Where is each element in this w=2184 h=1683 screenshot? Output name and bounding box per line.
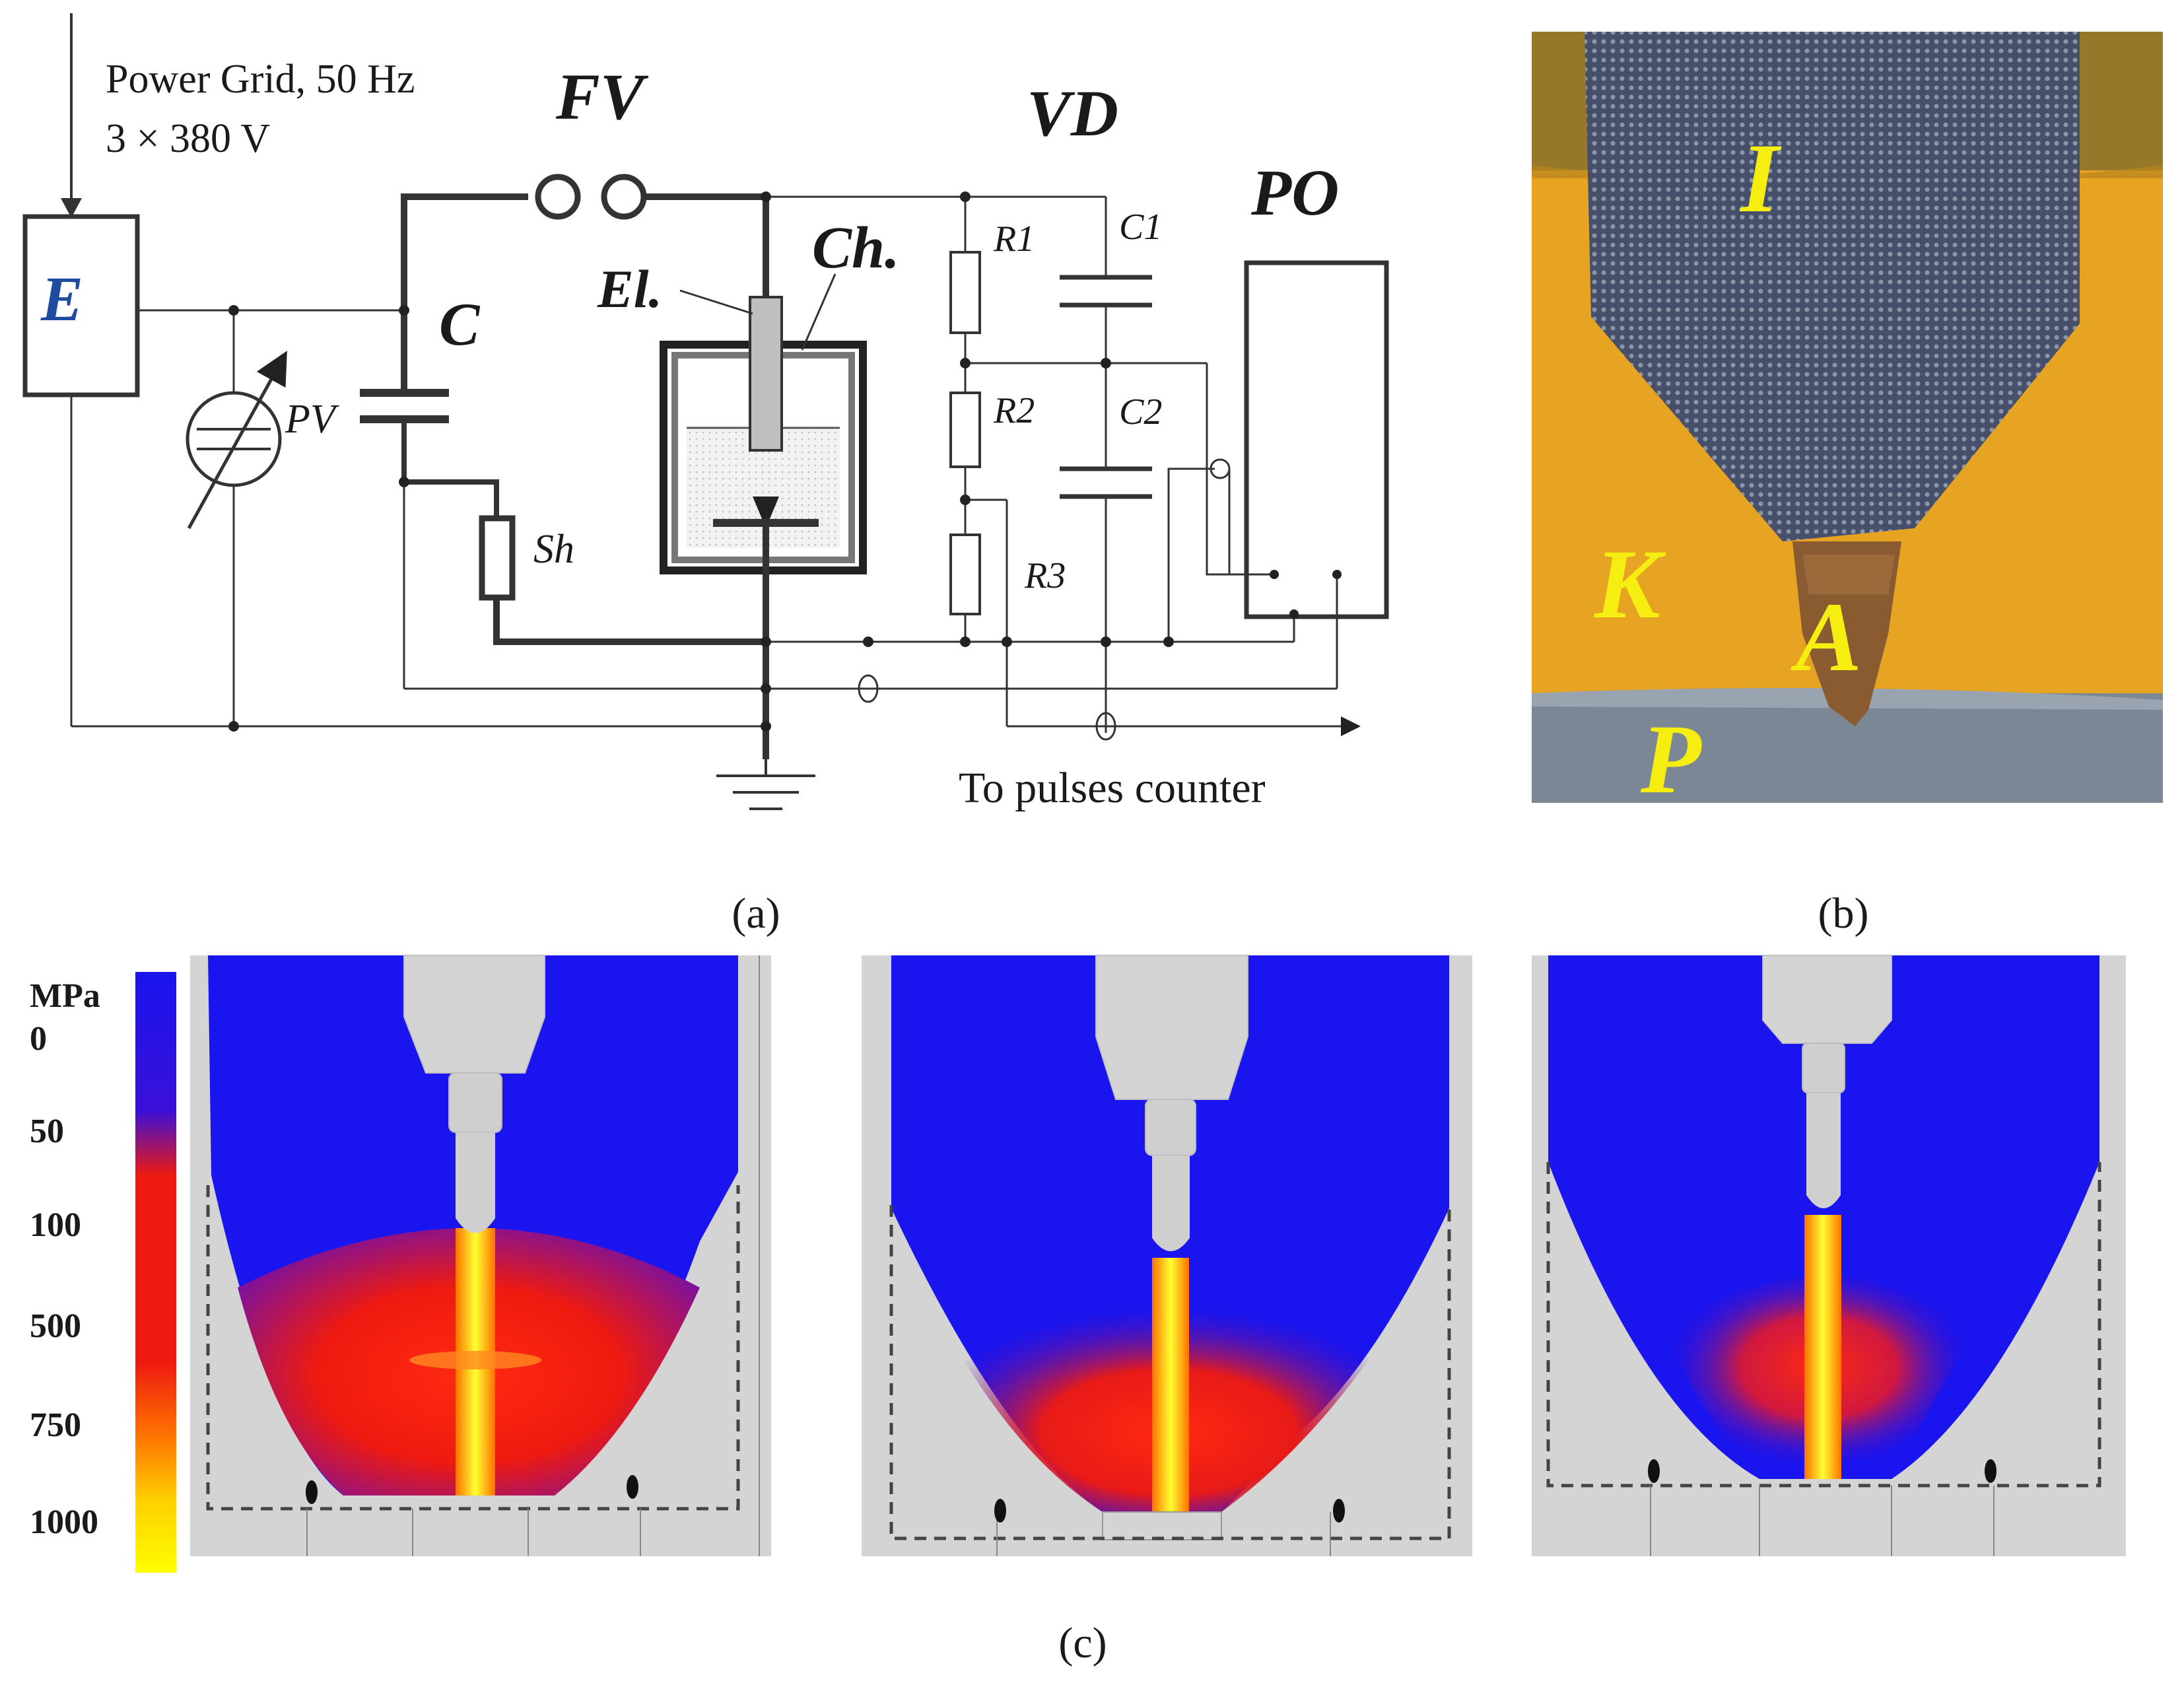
scale-tick: 50 <box>30 1113 64 1150</box>
insulator-i <box>1585 32 2080 541</box>
scale-unit: MPa <box>30 977 100 1015</box>
r3-label: R3 <box>1024 555 1066 596</box>
grid-arrow-icon <box>61 198 82 218</box>
label-i: I <box>1739 123 1782 233</box>
voltage-label: 3 × 380 V <box>106 116 270 161</box>
scale-tick: 100 <box>30 1206 81 1244</box>
panel-c-caption: (c) <box>1058 1619 1107 1667</box>
spark-gap-fv-left <box>535 174 581 220</box>
po-label: PO <box>1250 156 1339 229</box>
resistor-r3 <box>949 533 981 615</box>
stress-map-1 <box>190 955 771 1556</box>
resistor-r2 <box>949 392 981 468</box>
scale-tick: 500 <box>30 1307 81 1345</box>
scale-tick: 750 <box>30 1406 81 1444</box>
cable-connector-icon <box>1095 712 1116 741</box>
oscilloscope-po <box>1244 260 1389 619</box>
stress-map-3 <box>1532 955 2126 1556</box>
r2-label: R2 <box>993 390 1035 431</box>
pulses-counter-label: To pulses counter <box>959 764 1266 812</box>
ch-label: Ch. <box>812 215 900 281</box>
pv-label: PV <box>285 397 339 442</box>
scale-tick: 1000 <box>30 1503 98 1541</box>
stress-map-2 <box>862 955 1472 1556</box>
resistor-r1 <box>949 251 981 334</box>
spark-gap-fv-right <box>601 174 647 220</box>
vd-label: VD <box>1027 77 1118 150</box>
pv-voltmeter-icon <box>186 391 282 487</box>
e-label: E <box>40 263 83 334</box>
fv-label: FV <box>555 60 649 133</box>
panel-b-caption: (b) <box>1818 889 1869 938</box>
panel-a-labels: Power Grid, 50 Hz 3 × 380 V E FV VD C PV… <box>40 57 1339 938</box>
label-k: K <box>1593 530 1666 639</box>
c1-label: C1 <box>1119 207 1162 248</box>
color-scale-bar <box>135 972 176 1573</box>
sh-label: Sh <box>533 527 574 572</box>
el-label: El. <box>597 259 662 319</box>
panel-a-circuit <box>22 13 1389 810</box>
r1-label: R1 <box>993 219 1035 259</box>
c2-label: C2 <box>1119 392 1162 432</box>
panel-c-stress: MPa 0 50 100 500 750 1000 <box>30 955 2126 1667</box>
c-label: C <box>439 291 481 358</box>
e-block <box>22 214 140 397</box>
panel-b-photo: I K A P (b) <box>1532 32 2163 938</box>
label-a: A <box>1791 582 1862 692</box>
label-p: P <box>1640 704 1702 814</box>
cable-connector-icon <box>858 674 879 703</box>
shunt-sh <box>479 515 516 601</box>
power-grid-label: Power Grid, 50 Hz <box>106 57 415 102</box>
scale-tick: 0 <box>30 1020 47 1058</box>
electrode-el <box>749 296 783 452</box>
panel-a-caption: (a) <box>732 889 780 938</box>
